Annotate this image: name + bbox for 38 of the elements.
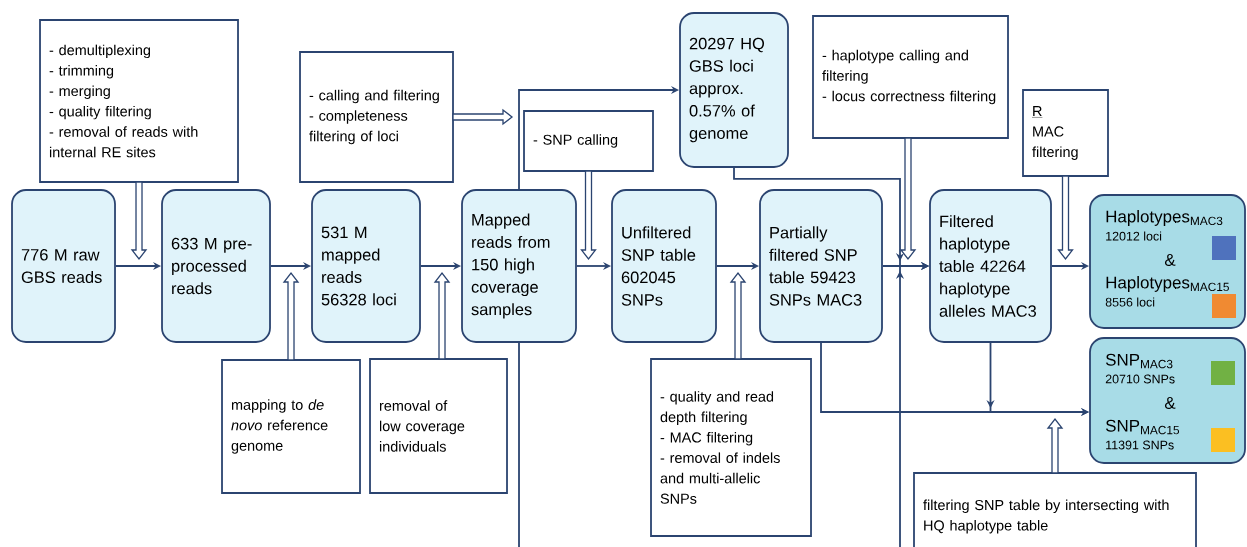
- node-label: Haplotypes$_{MAC15}$: [1106, 276, 1229, 292]
- double-arrow: [452, 108, 514, 126]
- double-arrow: [130, 181, 148, 261]
- node-label: 8556 loci: [1105, 297, 1155, 307]
- node-label: 20710 SNPs: [1105, 374, 1175, 384]
- double-arrow: [899, 137, 917, 261]
- process-box: 531 M mapped reads 56328 loci: [311, 189, 421, 343]
- double-arrow: [282, 271, 300, 361]
- node-label: Haplotypes$_{MAC3}$: [1106, 210, 1223, 226]
- note-box: mapping to de novo reference genome: [221, 359, 361, 494]
- note-box: - SNP calling: [523, 110, 654, 172]
- node-label: 12012 loci: [1106, 231, 1162, 241]
- double-arrow: [1046, 417, 1064, 474]
- note-box: R MAC filtering: [1022, 89, 1109, 177]
- double-arrow: [729, 271, 747, 360]
- process-box: 633 M pre-processed reads: [161, 189, 271, 343]
- process-box: 776 M raw GBS reads: [11, 189, 116, 343]
- note-box: - calling and filtering - completeness filtering of loci: [299, 51, 454, 183]
- result-box: SNP$_{MAC3}$ 20710 SNPs & SNP$_{MAC15}$ 11391 SNPs: [1089, 337, 1246, 464]
- process-box: 20297 HQ GBS loci approx. 0.57% of genome: [679, 12, 789, 168]
- node-label: &: [1164, 254, 1176, 266]
- process-box: Unfiltered SNP table 602045 SNPs: [611, 189, 717, 343]
- node-label: &: [1164, 397, 1176, 409]
- note-box: - quality and read depth filtering - MAC filtering - removal of indels and multi-allelic SNPs: [650, 358, 812, 537]
- double-arrow: [1057, 175, 1074, 261]
- node-label: 11391 SNPs: [1106, 440, 1174, 450]
- note-box: removal of low coverage individuals: [369, 358, 508, 494]
- process-box: Mapped reads from 150 high coverage samples: [461, 189, 577, 343]
- node-label: SNP$_{MAC15}$: [1105, 419, 1180, 435]
- double-arrow: [580, 170, 597, 261]
- process-box: Partially filtered SNP table 59423 SNPs MAC3: [759, 189, 883, 343]
- double-arrow: [433, 271, 451, 360]
- node-label: SNP$_{MAC3}$: [1105, 353, 1173, 369]
- note-box: - haplotype calling and filtering - locus correctness filtering: [812, 15, 1009, 139]
- result-box: Haplotypes$_{MAC3}$ 12012 loci & Haplotypes$_{MAC15}$ 8556 loci: [1089, 194, 1246, 329]
- process-box: Filtered haplotype table 42264 haplotype alleles MAC3: [929, 189, 1052, 343]
- note-box: - demultiplexing - trimming - merging - quality filtering - removal of reads with internal RE sites: [39, 19, 239, 183]
- note-box: filtering SNP table by intersecting with HQ haplotype table: [913, 472, 1197, 547]
